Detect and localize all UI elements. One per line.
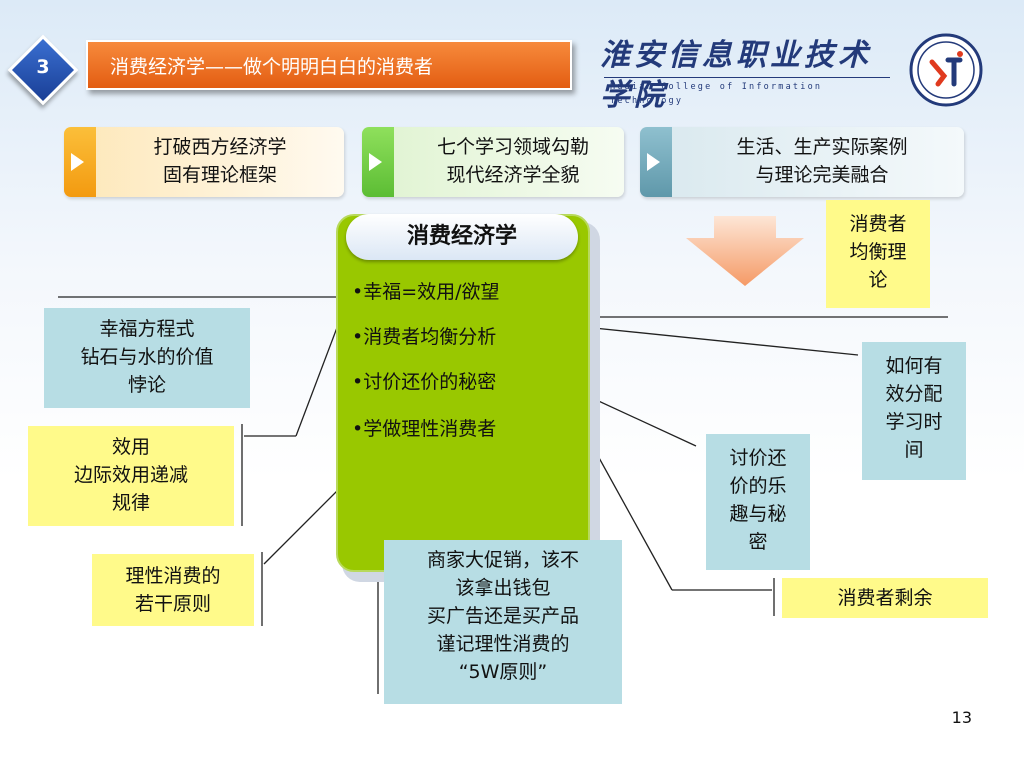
note-happiness-equation: 幸福方程式 钻石与水的价值 悖论 bbox=[44, 308, 250, 408]
down-arrow-icon bbox=[686, 216, 804, 286]
tab-arrow-icon bbox=[362, 127, 394, 197]
bullet-happiness: •幸福=效用/欲望 bbox=[352, 281, 500, 303]
center-topic-title: 消费经济学 bbox=[346, 214, 578, 260]
college-logo-subtitle: Huaian College of Information Technology bbox=[610, 82, 823, 106]
tab-label: 生活、生产实际案例 与理论完美融合 bbox=[736, 136, 908, 186]
tab-arrow-icon bbox=[640, 127, 672, 197]
note-utility: 效用 边际效用递减 规律 bbox=[28, 426, 234, 526]
bullet-bargaining: •讨价还价的秘密 bbox=[352, 371, 497, 393]
note-promotion-5w: 商家大促销，该不 该拿出钱包 买广告还是买产品 谨记理性消费的 “5W原则” bbox=[384, 540, 622, 704]
slide-title: 消费经济学——做个明明白白的消费者 bbox=[86, 40, 572, 90]
section-number: 3 bbox=[36, 56, 50, 78]
bullet-rational-consumer: •学做理性消费者 bbox=[352, 418, 497, 440]
note-consumer-surplus: 消费者剩余 bbox=[782, 578, 988, 618]
page-number: 13 bbox=[951, 708, 972, 727]
logo-divider bbox=[604, 77, 890, 78]
college-logo-text: 淮安信息职业技术学院 bbox=[600, 38, 872, 113]
tab-real-cases: 生活、生产实际案例 与理论完美融合 bbox=[640, 127, 964, 197]
center-topic-card bbox=[336, 214, 590, 572]
college-seal-icon bbox=[909, 33, 983, 107]
note-rational-principles: 理性消费的 若干原则 bbox=[92, 554, 254, 626]
tab-seven-domains: 七个学习领域勾勒 现代经济学全貌 bbox=[362, 127, 624, 197]
tab-arrow-icon bbox=[64, 127, 96, 197]
tab-label: 七个学习领域勾勒 现代经济学全貌 bbox=[436, 136, 589, 186]
note-equilibrium-theory: 消费者 均衡理 论 bbox=[826, 200, 930, 308]
bullet-equilibrium: •消费者均衡分析 bbox=[352, 326, 497, 348]
tab-western-economics: 打破西方经济学 固有理论框架 bbox=[64, 127, 344, 197]
note-bargaining-fun: 讨价还 价的乐 趣与秘 密 bbox=[706, 434, 810, 570]
note-time-allocation: 如何有 效分配 学习时 间 bbox=[862, 342, 966, 480]
tab-label: 打破西方经济学 固有理论框架 bbox=[153, 136, 287, 186]
